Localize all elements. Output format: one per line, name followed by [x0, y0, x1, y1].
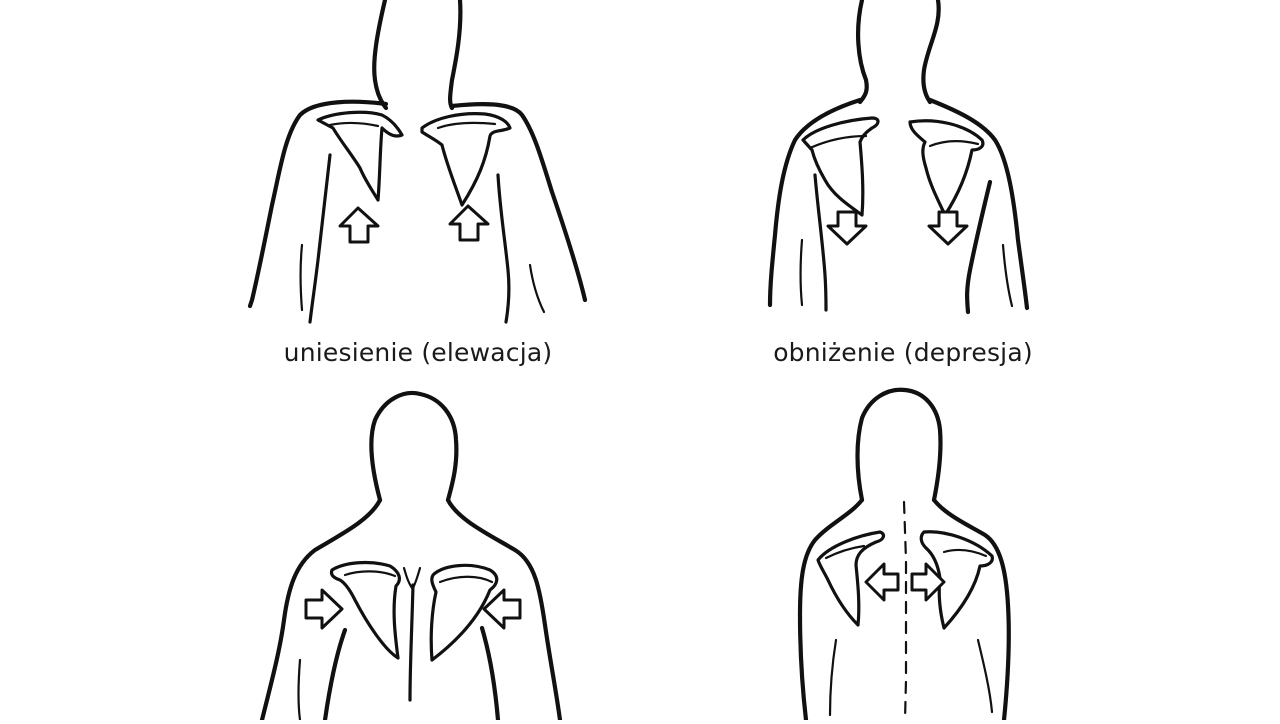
left-torso-line-elevation [299, 243, 304, 312]
right-arm-inner-protraction [976, 638, 994, 714]
right-shoulder-elevation [449, 102, 588, 303]
head-outline-retraction [369, 390, 459, 503]
right-torso-line-elevation [528, 263, 546, 314]
right-scapula-elevation [420, 112, 512, 207]
neck-tick-left-retraction [402, 566, 414, 590]
caption-depression: obniżenie (depresja) [773, 338, 1033, 367]
right-scapula-spine-protraction [942, 548, 988, 558]
left-arm-inner-protraction [828, 638, 838, 717]
arrow-down-right-icon [927, 210, 969, 246]
left-arm-inner-retraction [322, 627, 348, 723]
arrow-right-center-icon [910, 562, 946, 602]
left-scapula-protraction [816, 530, 886, 627]
figure-retraction [259, 390, 563, 723]
caption-elevation: uniesienie (elewacja) [283, 338, 553, 367]
right-scapula-depression [908, 119, 985, 217]
left-torso-line-depression [799, 238, 804, 307]
neck-tick-right-retraction [411, 566, 422, 590]
left-scapula-spine-elevation [328, 121, 380, 128]
left-scapula-spine-protraction [824, 544, 866, 560]
right-shoulder-retraction [445, 497, 563, 723]
left-scapula-depression [801, 116, 880, 217]
right-arm-inner-depression [965, 179, 993, 315]
arrow-up-left-icon [338, 206, 380, 244]
left-shoulder-protraction [797, 497, 865, 723]
left-shoulder-depression [767, 97, 863, 308]
right-shoulder-protraction [931, 497, 1011, 723]
arrow-down-left-icon [826, 210, 868, 246]
right-scapula-spine-retraction [438, 575, 494, 584]
head-neck-outline-depression-right [921, 0, 941, 105]
right-scapula-spine-depression [928, 140, 980, 148]
head-neck-outline-elevation [372, 0, 389, 111]
left-arm-inner-elevation [308, 153, 332, 324]
arrow-up-right-icon [448, 204, 490, 242]
left-shoulder-retraction [259, 497, 383, 723]
right-arm-inner-retraction [479, 625, 501, 723]
arrow-left-center-icon [864, 562, 900, 602]
arrow-right-left-side-icon [304, 588, 344, 630]
right-torso-line-depression [1001, 243, 1014, 308]
figure-depression [767, 0, 1030, 315]
left-torso-line-retraction [297, 658, 302, 722]
figure-protraction [797, 387, 1011, 723]
left-shoulder-elevation [247, 99, 389, 309]
right-scapula-retraction [429, 563, 499, 662]
right-arm-inner-elevation [496, 173, 511, 324]
right-shoulder-depression [927, 97, 1030, 311]
midline-dashed-protraction [902, 500, 908, 722]
head-outline-protraction [855, 387, 943, 503]
figure-elevation [247, 0, 588, 324]
left-scapula-spine-retraction [343, 570, 397, 578]
arrow-left-right-side-icon [482, 588, 522, 630]
head-neck-outline-elevation-right [448, 0, 463, 111]
spine-line-retraction [408, 583, 415, 702]
right-scapula-spine-elevation [436, 121, 497, 130]
head-neck-outline-depression [855, 0, 869, 105]
right-scapula-protraction [919, 530, 994, 630]
left-scapula-retraction [329, 560, 401, 660]
left-scapula-spine-depression [808, 134, 868, 150]
left-scapula-elevation [316, 110, 404, 202]
left-arm-inner-depression [813, 173, 828, 312]
